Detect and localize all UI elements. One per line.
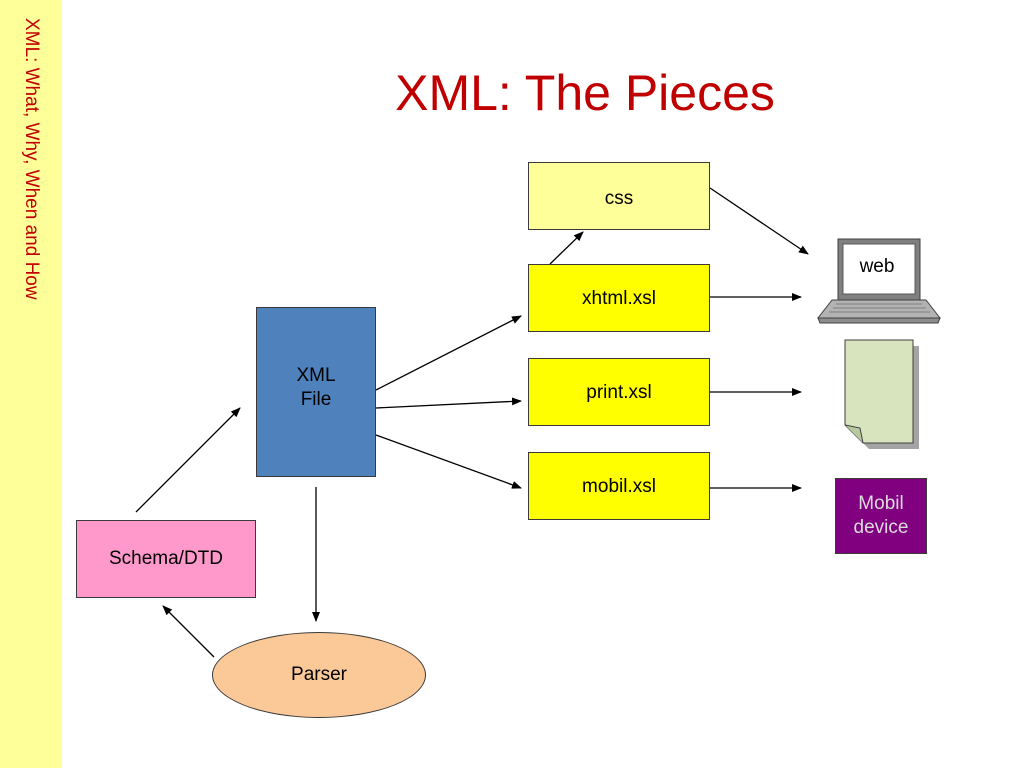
arrow-css-to-web	[709, 187, 809, 255]
mobil-xsl-label: mobil.xsl	[582, 476, 656, 497]
xml-file-label-line1: XML	[296, 365, 336, 386]
xhtml-xsl-node: xhtml.xsl	[528, 264, 710, 332]
arrow-xml-to-mobil	[375, 434, 522, 489]
xml-file-label-line2: File	[300, 388, 332, 410]
sidebar-title: XML: What, Why, When and How	[21, 18, 42, 300]
css-node: css	[528, 162, 710, 230]
arrow-parser-to-schema	[162, 605, 215, 658]
print-xsl-node: print.xsl	[528, 358, 710, 426]
web-label: web	[859, 256, 895, 277]
slide-title: XML: The Pieces	[395, 65, 775, 121]
xhtml-xsl-label: xhtml.xsl	[582, 288, 656, 309]
schema-dtd-node: Schema/DTD	[76, 520, 256, 598]
print-xsl-label: print.xsl	[586, 382, 652, 403]
mobil-xsl-node: mobil.xsl	[528, 452, 710, 520]
arrow-schema-to-xml	[135, 407, 241, 513]
mobil-device-node: Mobil device	[835, 478, 927, 554]
arrow-xml-to-xhtml	[375, 315, 522, 391]
sidebar-band	[0, 0, 62, 768]
arrow-xml-to-print	[375, 397, 522, 409]
parser-node: Parser	[212, 632, 426, 718]
schema-dtd-label: Schema/DTD	[108, 548, 224, 570]
arrow-xhtml-to-css	[549, 231, 584, 265]
mobil-device-label-line2: device	[853, 517, 909, 538]
css-label: css	[604, 188, 634, 209]
laptop-icon	[816, 238, 942, 324]
document-icon	[844, 339, 919, 449]
xml-file-node: XML File	[256, 307, 376, 477]
parser-label: Parser	[291, 664, 347, 685]
mobil-device-label-line1: Mobil	[858, 493, 904, 515]
